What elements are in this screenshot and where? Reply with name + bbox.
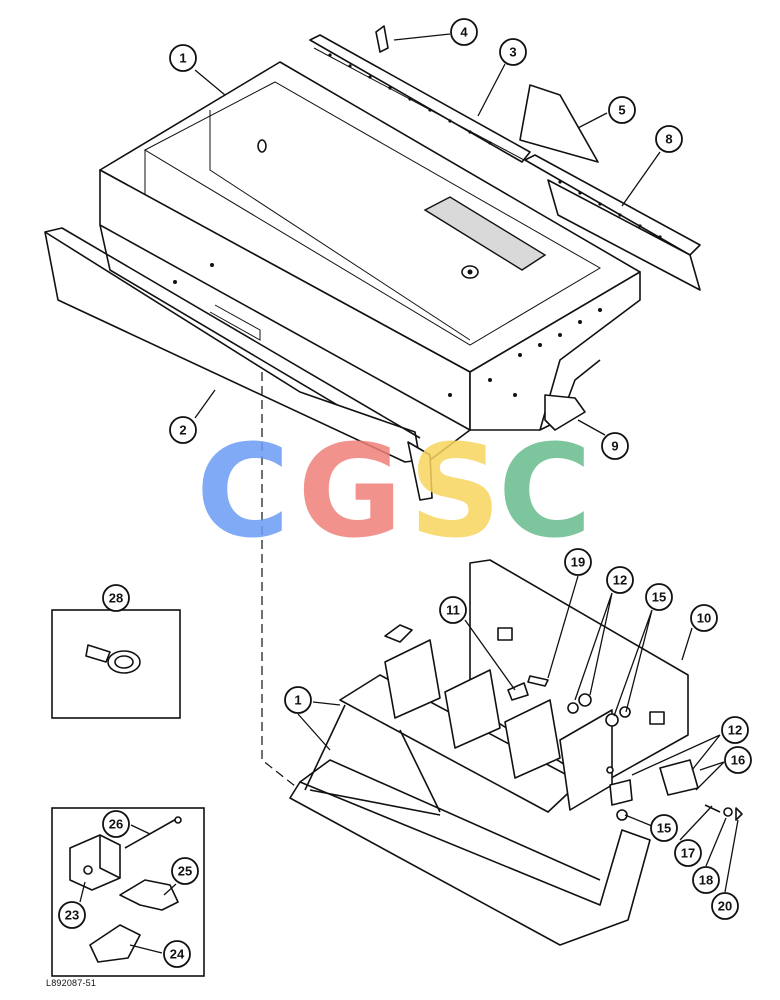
watermark-letter: C — [196, 418, 290, 567]
callout-10: 10 — [690, 604, 718, 632]
watermark-letter: S — [409, 418, 501, 567]
callout-number: 19 — [571, 555, 585, 570]
watermark-letter: G — [297, 418, 402, 567]
leader-line — [695, 761, 725, 791]
leader-line — [577, 112, 608, 129]
callout-25: 25 — [171, 857, 199, 885]
leader-line — [574, 592, 613, 701]
callout-28: 28 — [102, 584, 130, 612]
leader-line — [194, 389, 216, 419]
callout-1: 1 — [284, 686, 312, 714]
callout-2: 2 — [169, 416, 197, 444]
callout-number: 25 — [178, 864, 192, 879]
leader-line — [681, 627, 693, 661]
leader-line — [130, 824, 151, 835]
callout-23: 23 — [58, 901, 86, 929]
callout-12: 12 — [721, 716, 749, 744]
callout-12: 12 — [606, 566, 634, 594]
lower-tray-assembly — [289, 559, 743, 946]
callout-20: 20 — [711, 892, 739, 920]
callout-number: 15 — [657, 821, 671, 836]
drawing-code: L892087-51 — [46, 978, 97, 988]
leader-line — [477, 63, 506, 117]
callout-number: 1 — [294, 693, 301, 708]
callout-17: 17 — [674, 839, 702, 867]
leader-line — [624, 814, 653, 827]
callout-9: 9 — [601, 432, 629, 460]
leader-line — [613, 609, 653, 717]
callout-4: 4 — [450, 18, 478, 46]
leader-lines — [79, 33, 739, 954]
hinge-part-3 — [309, 34, 531, 163]
callout-number: 3 — [509, 45, 516, 60]
lid-part-2 — [44, 227, 433, 501]
leader-line — [129, 944, 163, 954]
callout-5: 5 — [608, 96, 636, 124]
leader-line — [577, 419, 606, 436]
shield-part-5 — [519, 84, 599, 163]
callout-number: 8 — [665, 132, 672, 147]
callout-number: 18 — [699, 873, 713, 888]
callout-18: 18 — [692, 866, 720, 894]
leader-line — [163, 883, 177, 896]
callout-number: 12 — [613, 573, 627, 588]
callout-8: 8 — [655, 125, 683, 153]
callout-15: 15 — [645, 583, 673, 611]
callout-number: 23 — [65, 908, 79, 923]
callout-number: 20 — [718, 899, 732, 914]
leader-line — [393, 33, 451, 41]
callout-number: 26 — [109, 817, 123, 832]
leader-line — [631, 734, 721, 776]
leader-line — [679, 805, 713, 841]
plate-part-4 — [375, 25, 389, 53]
leader-line — [705, 817, 727, 867]
hinge-part-8 — [524, 154, 701, 291]
alignment-line — [261, 372, 301, 791]
callout-number: 2 — [179, 423, 186, 438]
leader-line — [79, 881, 86, 903]
callout-15: 15 — [650, 814, 678, 842]
callout-number: 16 — [731, 753, 745, 768]
callout-11: 11 — [439, 596, 467, 624]
leader-line — [194, 69, 226, 96]
leader-line — [547, 575, 579, 679]
callout-3: 3 — [499, 38, 527, 66]
leader-line — [297, 701, 341, 751]
callout-number: 5 — [618, 103, 625, 118]
bracket-part-9 — [544, 394, 586, 431]
callout-number: 11 — [446, 603, 460, 618]
callout-24: 24 — [163, 940, 191, 968]
leader-line — [621, 151, 661, 207]
leader-line — [724, 819, 739, 893]
callout-number: 4 — [460, 25, 468, 40]
callout-number: 28 — [109, 591, 123, 606]
callout-19: 19 — [564, 548, 592, 576]
callout-number: 15 — [652, 590, 666, 605]
callout-1: 1 — [169, 44, 197, 72]
watermark-letter: C — [498, 418, 592, 567]
callout-number: 1 — [179, 51, 186, 66]
callout-number: 17 — [681, 846, 695, 861]
callout-number: 9 — [611, 439, 618, 454]
leader-line — [464, 619, 516, 691]
callout-16: 16 — [724, 746, 752, 774]
callout-number: 12 — [728, 723, 742, 738]
main-box-part-1 — [99, 61, 641, 461]
callout-number: 10 — [697, 611, 711, 626]
callout-26: 26 — [102, 810, 130, 838]
callout-number: 24 — [170, 947, 185, 962]
inset-part-28 — [51, 609, 181, 719]
